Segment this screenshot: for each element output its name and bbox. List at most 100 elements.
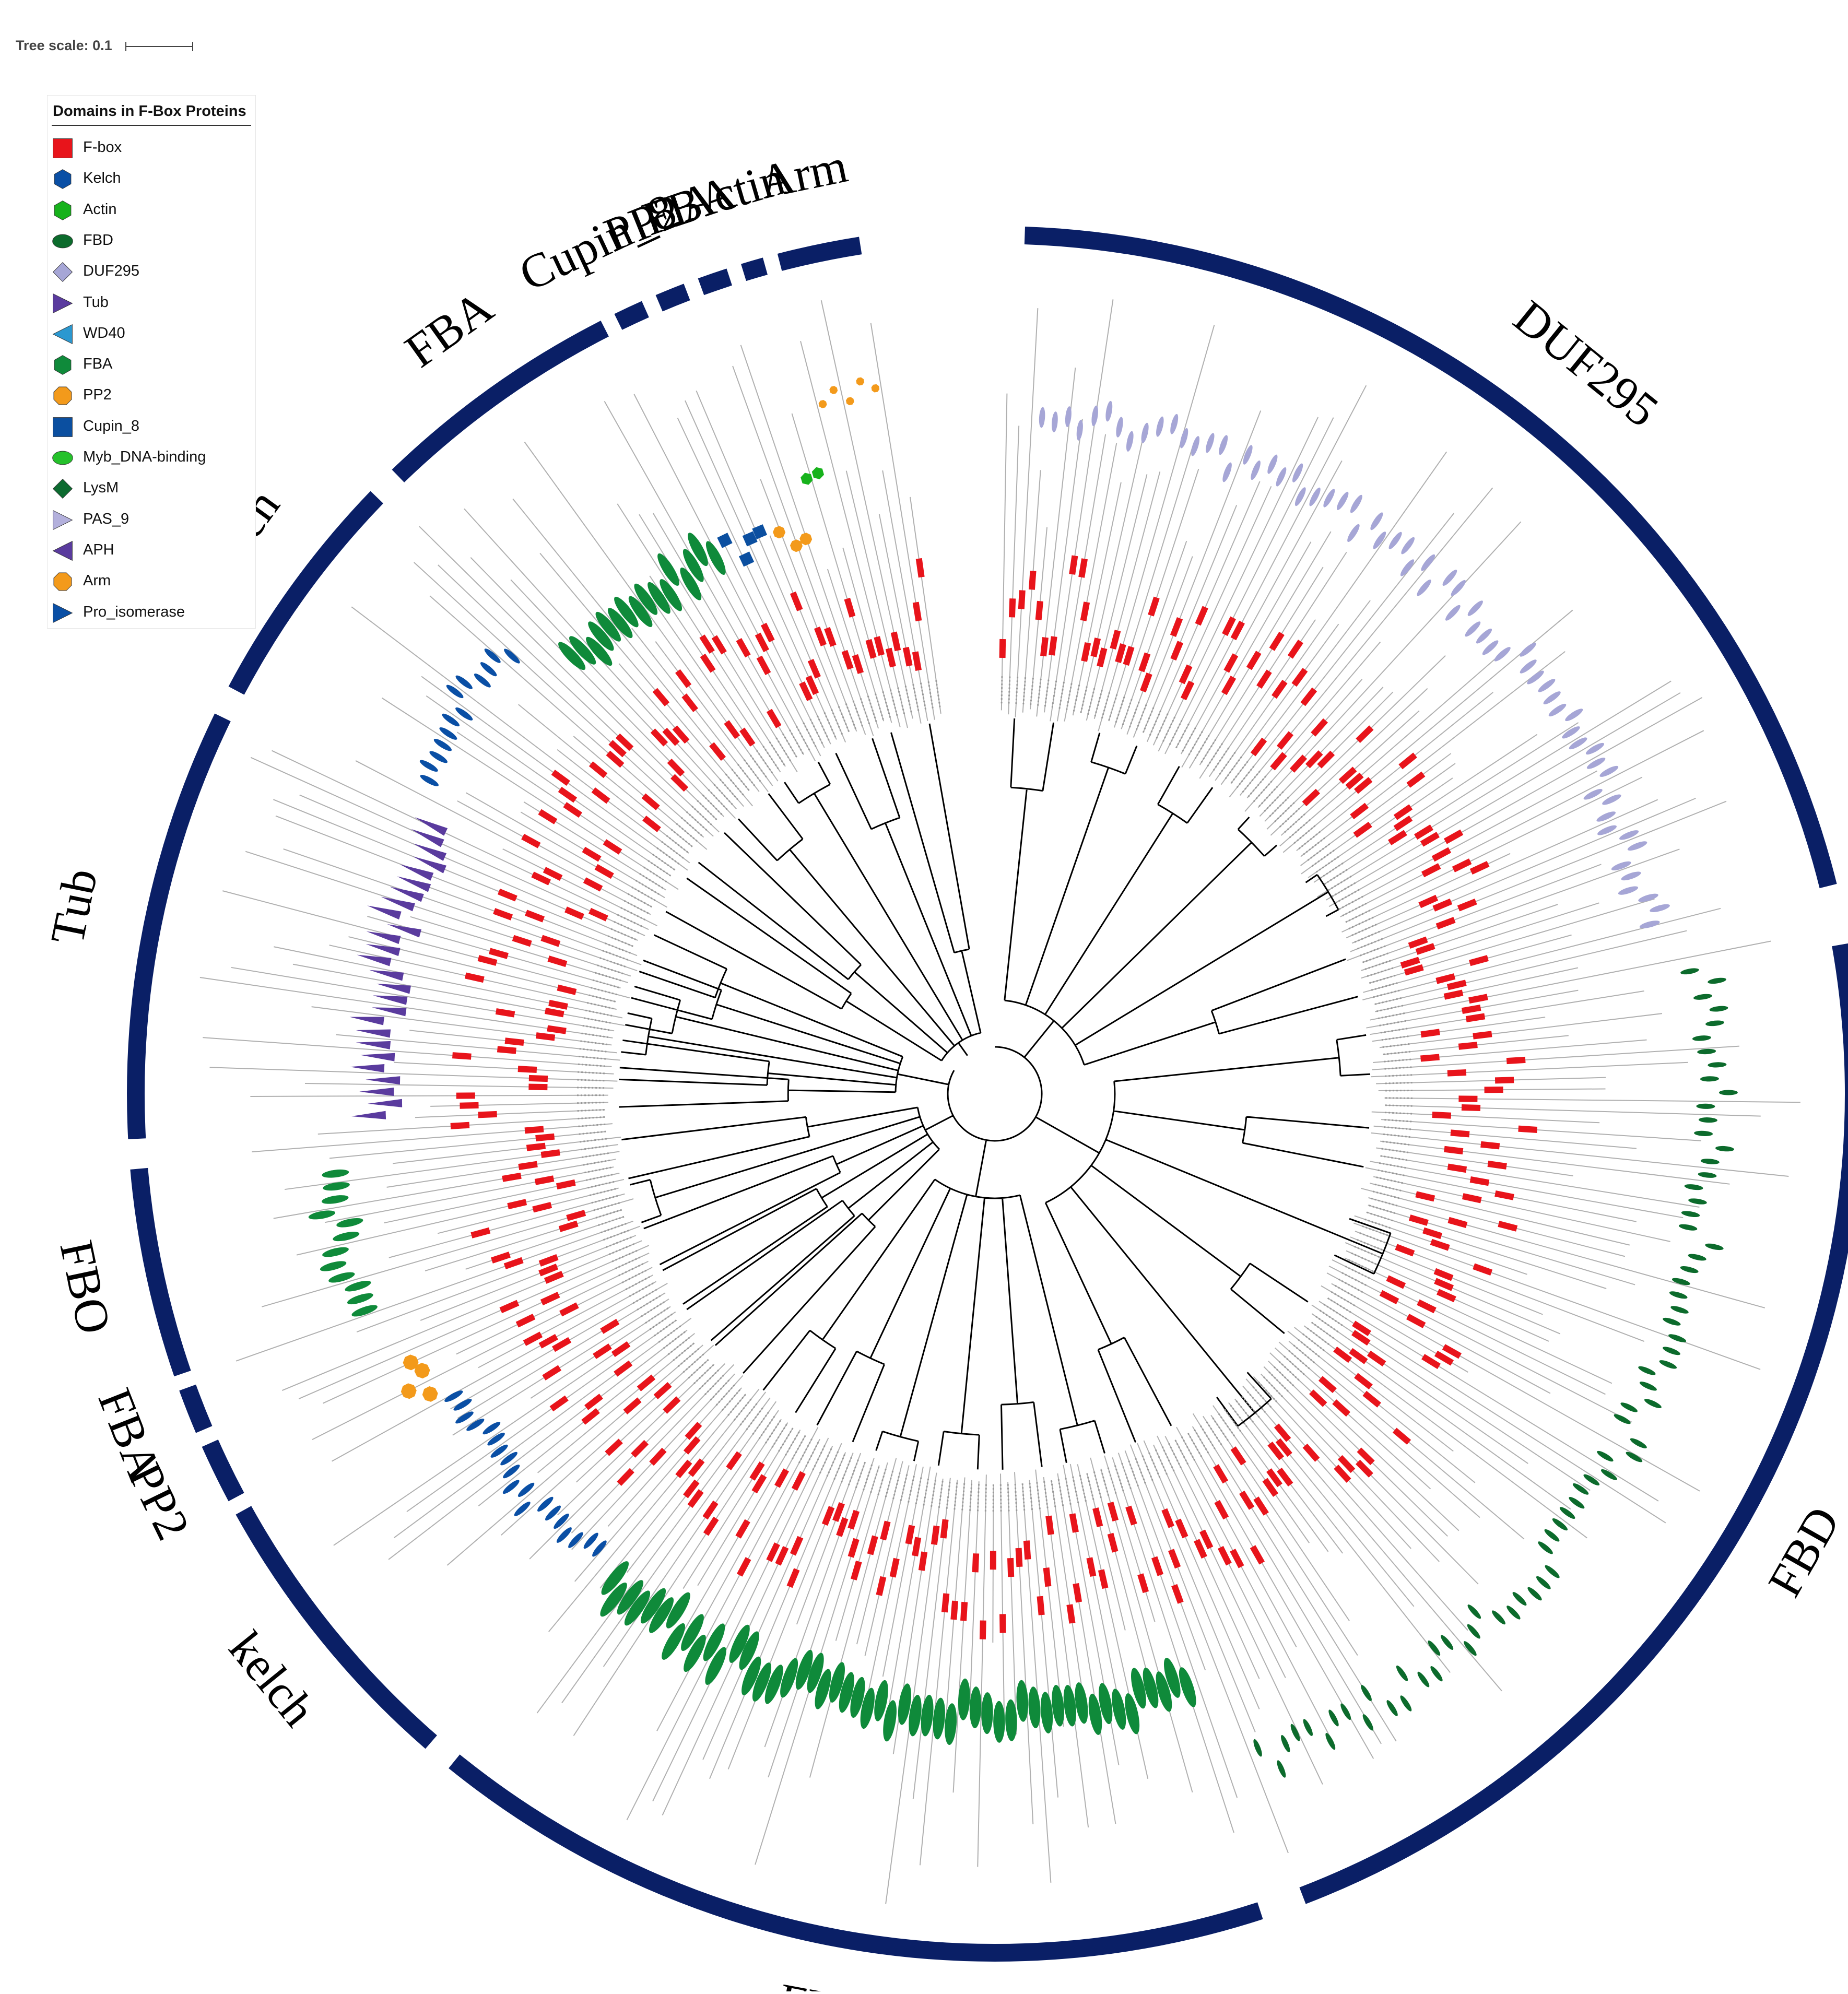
legend-item: APH xyxy=(48,536,255,565)
fbd-domain-mark xyxy=(1708,1062,1726,1068)
duf295-domain-mark xyxy=(1463,620,1482,639)
fbox-domain-mark xyxy=(1518,1126,1537,1133)
fba-icon xyxy=(51,353,75,377)
fbd-domain-mark xyxy=(1511,1590,1528,1607)
fbox-domain-mark xyxy=(1470,861,1490,875)
fbox-domain-mark xyxy=(1221,676,1236,695)
fbox-domain-mark xyxy=(1108,1502,1119,1521)
fba-domain-mark xyxy=(319,1259,347,1273)
fbox-domain-mark xyxy=(497,1046,516,1054)
fbd-domain-mark xyxy=(1662,1316,1681,1327)
fbox-domain-mark xyxy=(980,1620,986,1639)
duf295-domain-mark xyxy=(1399,536,1417,556)
legend-label: Arm xyxy=(83,572,111,589)
fbox-domain-mark xyxy=(1436,917,1456,929)
clade-label: FBA xyxy=(774,1973,876,1991)
duf295-domain-mark xyxy=(1584,741,1605,757)
fbox-domain-mark xyxy=(1151,1556,1163,1576)
duf295-domain-mark xyxy=(1155,416,1165,438)
fbox-domain-mark xyxy=(1018,590,1026,609)
fba-domain-mark xyxy=(944,1703,958,1745)
clade-label: FBO xyxy=(50,1236,121,1338)
fbox-domain-mark xyxy=(559,1221,579,1232)
fbox-domain-mark xyxy=(512,935,532,947)
fbox-domain-mark xyxy=(1480,1141,1500,1150)
fbox-domain-mark xyxy=(1444,989,1464,999)
fbox-domain-mark xyxy=(919,1551,927,1571)
lysm-icon xyxy=(51,477,75,501)
fbox-domain-mark xyxy=(584,1394,603,1410)
tree-scale-label: Tree scale: 0.1 xyxy=(16,38,112,54)
fbox-domain-mark xyxy=(563,802,582,818)
fbox-domain-mark xyxy=(558,787,577,803)
fbox-domain-mark xyxy=(1170,617,1183,637)
fbd-domain-mark xyxy=(1505,1604,1522,1621)
fbox-domain-mark xyxy=(536,1032,555,1041)
legend-item: DUF295 xyxy=(48,257,255,286)
fbox-domain-mark xyxy=(1016,1548,1023,1567)
duf295-domain-mark xyxy=(1369,511,1385,532)
duf295-domain-mark xyxy=(1090,405,1099,427)
tub-domain-mark xyxy=(369,966,404,981)
tub-domain-mark xyxy=(351,1111,386,1120)
leaf-lines xyxy=(200,299,1800,1904)
fba-domain-mark xyxy=(969,1686,982,1729)
duf295-domain-mark xyxy=(1585,756,1606,771)
fba-domain-mark xyxy=(336,1217,364,1229)
fbox-domain-mark xyxy=(1170,641,1183,660)
fbox-domain-mark xyxy=(1417,1300,1437,1314)
fbd-domain-mark xyxy=(1544,1564,1561,1580)
actin-domain-mark xyxy=(799,471,814,486)
fbox-domain-mark xyxy=(1253,1496,1269,1516)
fbox-domain-mark xyxy=(1137,1573,1149,1593)
fbox-domain-mark xyxy=(891,632,901,652)
fbox-domain-mark xyxy=(1420,1029,1440,1037)
fbox-domain-mark xyxy=(1458,1095,1477,1102)
legend-label: DUF295 xyxy=(83,263,139,280)
fbd-domain-mark xyxy=(1398,1694,1413,1713)
kelch-domain-mark xyxy=(419,773,440,788)
fbox-domain-mark xyxy=(521,834,540,848)
arm-domain-mark xyxy=(871,384,880,393)
fbox-domain-mark xyxy=(1488,1161,1507,1170)
fbd-domain-mark xyxy=(1684,1183,1703,1191)
kelch-domain-mark xyxy=(482,647,502,665)
fbox-domain-mark xyxy=(1421,863,1441,877)
fbox-domain-mark xyxy=(1110,630,1121,650)
fbox-domain-mark xyxy=(592,787,610,804)
fba-domain-mark xyxy=(981,1692,993,1734)
fbox-domain-mark xyxy=(551,770,570,786)
legend-item: Arm xyxy=(48,567,255,596)
fbox-domain-mark xyxy=(631,1440,649,1458)
fbox-domain-mark xyxy=(1447,980,1467,990)
fbox-domain-mark xyxy=(844,598,856,618)
fbox-domain-mark xyxy=(1125,1506,1137,1526)
fbd-domain-mark xyxy=(1643,1397,1663,1410)
fbd-domain-mark xyxy=(1279,1734,1292,1753)
fbd-domain-mark xyxy=(1359,1684,1374,1703)
duf295-domain-mark xyxy=(1190,435,1202,457)
fbox-domain-mark xyxy=(502,1173,522,1182)
fbd-domain-mark xyxy=(1715,1146,1735,1152)
fbox-domain-mark xyxy=(913,602,922,621)
kelch-domain-mark xyxy=(479,660,499,678)
fbox-domain-mark xyxy=(1395,1244,1415,1256)
fbox-domain-mark xyxy=(470,1228,490,1238)
fbox-domain-mark xyxy=(478,1111,497,1118)
legend-item: PAS_9 xyxy=(48,505,255,534)
fbox-domain-mark xyxy=(757,656,771,675)
clade-label: FBA xyxy=(395,280,502,377)
legend-item: Tub xyxy=(48,288,255,317)
fbox-domain-mark xyxy=(702,1501,718,1519)
fbd-domain-mark xyxy=(1709,1005,1728,1012)
fbox-domain-mark xyxy=(653,688,669,706)
fbox-domain-mark xyxy=(1007,1558,1014,1577)
fbox-domain-mark xyxy=(1168,1549,1181,1568)
fbox-domain-mark xyxy=(990,1551,996,1570)
legend-item: PP2 xyxy=(48,381,255,410)
fbd-domain-mark xyxy=(1416,1670,1431,1689)
fbd-domain-mark xyxy=(1696,1103,1715,1109)
fbox-domain-mark xyxy=(1270,752,1287,770)
clade-ring-segment xyxy=(187,1388,204,1430)
duf295-domain-mark xyxy=(1627,840,1648,853)
